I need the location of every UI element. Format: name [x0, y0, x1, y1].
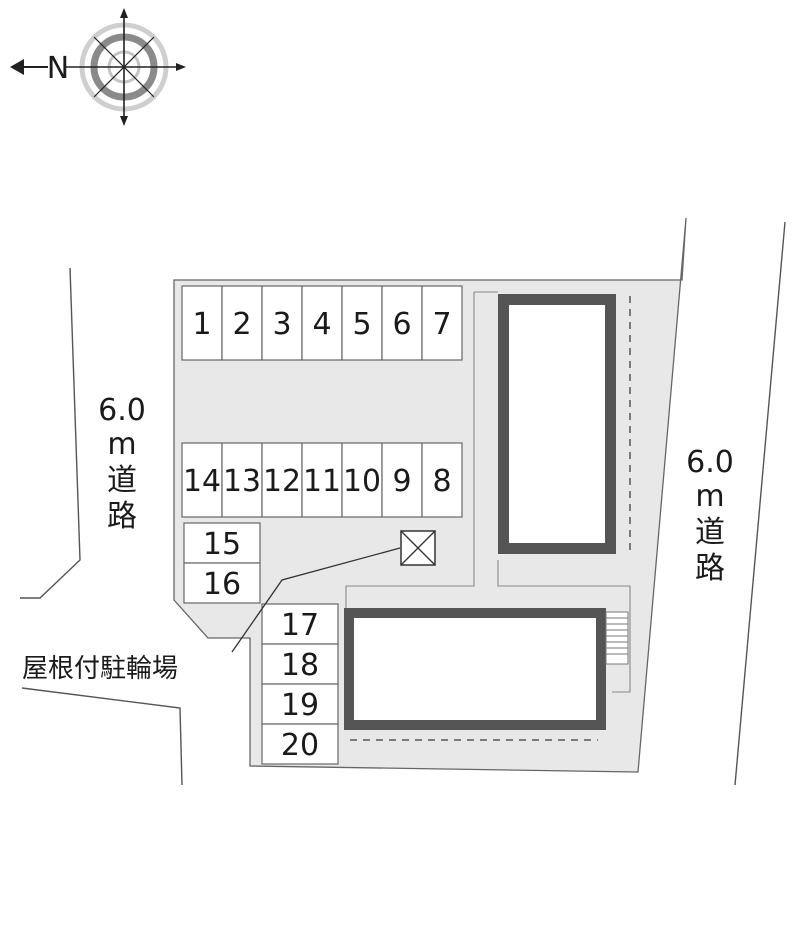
lower-left-boundary	[21, 687, 183, 786]
compass: N	[10, 8, 186, 126]
slot-number: 4	[312, 307, 331, 342]
slot-number: 11	[303, 464, 341, 499]
left-road-label: 6.0 m 道 路	[98, 393, 146, 534]
slot-number: 20	[281, 728, 319, 763]
parking-slot-17	[261, 603, 339, 645]
parking-slot-4	[301, 285, 343, 361]
slot-number: 19	[281, 688, 319, 723]
parking-slot-16	[183, 562, 261, 604]
slot-number: 15	[203, 527, 241, 562]
left-road-char-2: 路	[107, 499, 137, 534]
parking-middle-row: 14 13 12 11 10 9 8	[181, 442, 463, 518]
parking-slot-11	[301, 442, 343, 518]
parking-slot-10	[341, 442, 383, 518]
slot-number: 8	[432, 464, 451, 499]
slot-number: 2	[232, 307, 251, 342]
left-road-unit: m	[107, 427, 136, 462]
right-road-char-1: 道	[695, 515, 725, 550]
building-b-outline	[497, 560, 631, 693]
stairs-icon	[605, 611, 629, 665]
slot-number: 9	[392, 464, 411, 499]
bicycle-parking-box-icon	[400, 530, 436, 566]
parking-slot-6	[381, 285, 423, 361]
right-road-label: 6.0 m 道 路	[686, 445, 734, 586]
left-road-boundary	[20, 267, 81, 599]
left-road-width: 6.0	[98, 393, 146, 428]
parking-slot-7	[421, 285, 463, 361]
right-road-char-2: 路	[695, 551, 725, 586]
north-arrow-icon	[10, 59, 48, 75]
parking-slot-15	[183, 522, 261, 564]
right-road-outer-line	[734, 221, 786, 786]
slot-number: 1	[192, 307, 211, 342]
parking-top-row: 1 2 3 4 5 6 7	[181, 285, 463, 361]
parking-slot-8	[421, 442, 463, 518]
parking-slot-19	[261, 683, 339, 725]
compass-rose-icon	[66, 8, 186, 126]
slot-number: 6	[392, 307, 411, 342]
slot-number: 17	[281, 608, 319, 643]
parking-slot-2	[221, 285, 263, 361]
slot-number: 5	[352, 307, 371, 342]
building-a-interior	[509, 305, 605, 543]
slot-number: 18	[281, 648, 319, 683]
slot-number: 12	[263, 464, 301, 499]
bicycle-parking-leader-line	[231, 547, 401, 653]
parking-slot-3	[261, 285, 303, 361]
right-road-width: 6.0	[686, 445, 734, 480]
internal-lines	[345, 291, 631, 693]
parking-slot-20	[261, 723, 339, 765]
building-a	[498, 294, 631, 554]
bicycle-parking: 屋根付駐輪場	[22, 530, 436, 684]
boundary-lines	[20, 221, 786, 786]
bicycle-parking-label: 屋根付駐輪場	[22, 654, 178, 684]
slot-number: 3	[272, 307, 291, 342]
parking-lower-column: 17 18 19 20	[261, 603, 339, 765]
left-road-char-1: 道	[107, 463, 137, 498]
parking-slot-18	[261, 643, 339, 685]
building-b-interior	[354, 618, 596, 720]
parking-slot-1	[181, 285, 223, 361]
parking-slot-5	[341, 285, 383, 361]
parking-left-pair: 15 16	[183, 522, 261, 604]
building-b	[344, 608, 629, 741]
walkway-outline	[345, 292, 475, 608]
parking-slot-14	[181, 442, 223, 518]
slot-number: 13	[223, 464, 261, 499]
slot-number: 14	[183, 464, 221, 499]
slot-number: 10	[343, 464, 381, 499]
right-road-unit: m	[695, 479, 724, 514]
slot-number: 16	[203, 567, 241, 602]
slot-number: 7	[432, 307, 451, 342]
north-label: N	[47, 51, 69, 86]
